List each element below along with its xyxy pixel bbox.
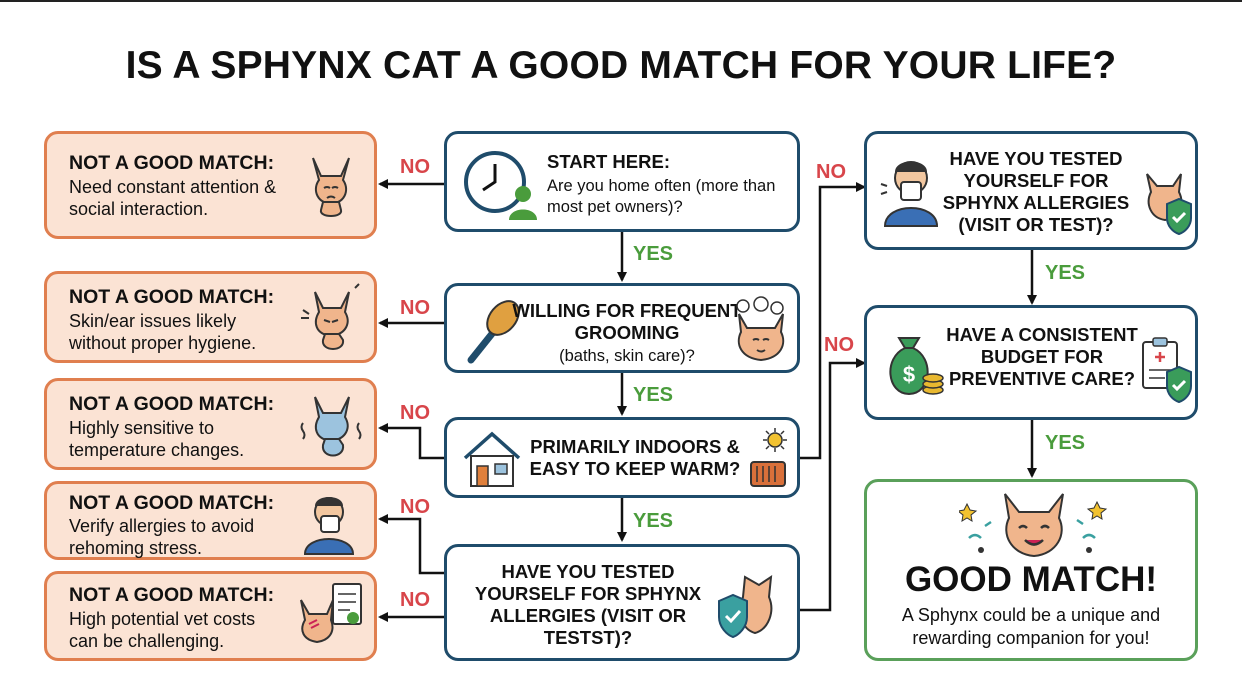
step-box-allergies-right: HAVE YOU TESTED YOURSELF FOR SPHYNX ALLE…	[864, 131, 1198, 250]
no-label: NO	[816, 161, 846, 183]
yes-label: YES	[633, 510, 674, 532]
yes-label: YES	[633, 384, 674, 406]
outcome-desc: Skin/ear issues likely without proper hy…	[69, 311, 257, 353]
no-label: NO	[400, 297, 430, 319]
sad-cat-icon	[312, 157, 350, 217]
no-label: NO	[400, 156, 430, 178]
yes-label: YES	[633, 243, 674, 265]
cat-shield-icon	[1146, 173, 1192, 236]
top-rule	[0, 0, 1242, 2]
arrow-step4-no-right	[800, 358, 866, 612]
outcome-box: NOT A GOOD MATCH: Skin/ear issues likely…	[44, 271, 377, 363]
sun-heater-icon	[750, 428, 787, 487]
outcome-desc: Verify allergies to avoid rehoming stres…	[69, 516, 255, 558]
result-title: GOOD MATCH!	[904, 560, 1158, 599]
result-box: GOOD MATCH! A Sphynx could be a unique a…	[864, 479, 1198, 661]
step-box-indoors: PRIMARILY INDOORS & EASY TO KEEP WARM?	[444, 417, 800, 498]
step-desc: (baths, skin care)?	[559, 347, 695, 365]
no-label: NO	[400, 496, 430, 518]
sneezing-person-icon	[880, 161, 939, 227]
outcome-box: NOT A GOOD MATCH: Highly sensitive to te…	[44, 378, 377, 470]
no-label: NO	[824, 334, 854, 356]
outcome-desc: High potential vet costs can be challeng…	[69, 609, 256, 651]
arrow-step3-no-right	[800, 182, 866, 460]
brush-icon	[467, 300, 520, 364]
step-title: START HERE:	[547, 151, 670, 172]
outcome-box: NOT A GOOD MATCH: Verify allergies to av…	[44, 481, 377, 560]
step-title: WILLING FOR FREQUENT GROOMING	[512, 300, 742, 343]
clipboard-shield-icon	[1142, 337, 1192, 404]
no-label: NO	[400, 402, 430, 424]
step-title: HAVE YOU TESTED YOURSELF FOR SPHYNX ALLE…	[474, 561, 702, 648]
step-title: HAVE YOU TESTED YOURSELF FOR SPHYNX ALLE…	[942, 148, 1130, 235]
yes-label: YES	[1045, 432, 1086, 454]
step-desc: Are you home often (more than most pet o…	[547, 177, 776, 216]
arrow-step4-no	[378, 514, 444, 575]
happy-cat-confetti-icon	[959, 493, 1108, 558]
diagram-title: IS A SPHYNX CAT A GOOD MATCH FOR YOUR LI…	[125, 44, 1117, 87]
svg-text:$: $	[903, 362, 915, 387]
result-desc: A Sphynx could be a unique and rewarding…	[901, 605, 1161, 648]
outcome-desc: Need constant attention & social interac…	[69, 177, 277, 219]
sneezing-person-icon	[303, 497, 355, 555]
outcome-title: NOT A GOOD MATCH:	[69, 393, 275, 415]
house-icon	[463, 431, 521, 487]
clock-person-icon	[464, 151, 537, 220]
bathing-cat-icon	[736, 296, 785, 362]
injured-cat-vet-bill-icon	[300, 583, 362, 644]
outcome-box: NOT A GOOD MATCH: High potential vet cos…	[44, 571, 377, 661]
outcome-title: NOT A GOOD MATCH:	[69, 152, 275, 174]
outcome-desc: Highly sensitive to temperature changes.	[69, 418, 245, 460]
scratching-cat-icon	[301, 283, 360, 350]
step-title: PRIMARILY INDOORS & EASY TO KEEP WARM?	[529, 436, 741, 479]
money-bag-icon: $	[889, 337, 944, 396]
outcome-title: NOT A GOOD MATCH:	[69, 286, 275, 308]
outcome-box: NOT A GOOD MATCH: Need constant attentio…	[44, 131, 377, 239]
outcome-title: NOT A GOOD MATCH:	[69, 584, 275, 606]
yes-label: YES	[1045, 262, 1086, 284]
step-box-grooming: WILLING FOR FREQUENT GROOMING (baths, sk…	[444, 283, 800, 373]
outcome-title: NOT A GOOD MATCH:	[69, 492, 275, 514]
no-label: NO	[400, 589, 430, 611]
arrow-step3-no	[378, 423, 444, 460]
step-box-start: START HERE: Are you home often (more tha…	[444, 131, 800, 232]
step-box-allergies-left: HAVE YOU TESTED YOURSELF FOR SPHYNX ALLE…	[444, 544, 800, 661]
shield-cat-icon	[718, 574, 773, 639]
step-box-budget: $ HAVE A CONSISTENT BUDGET FOR PREVENTIV…	[864, 305, 1198, 420]
step-title: HAVE A CONSISTENT BUDGET FOR PREVENTIVE …	[946, 324, 1138, 389]
shivering-cat-icon	[300, 396, 362, 457]
